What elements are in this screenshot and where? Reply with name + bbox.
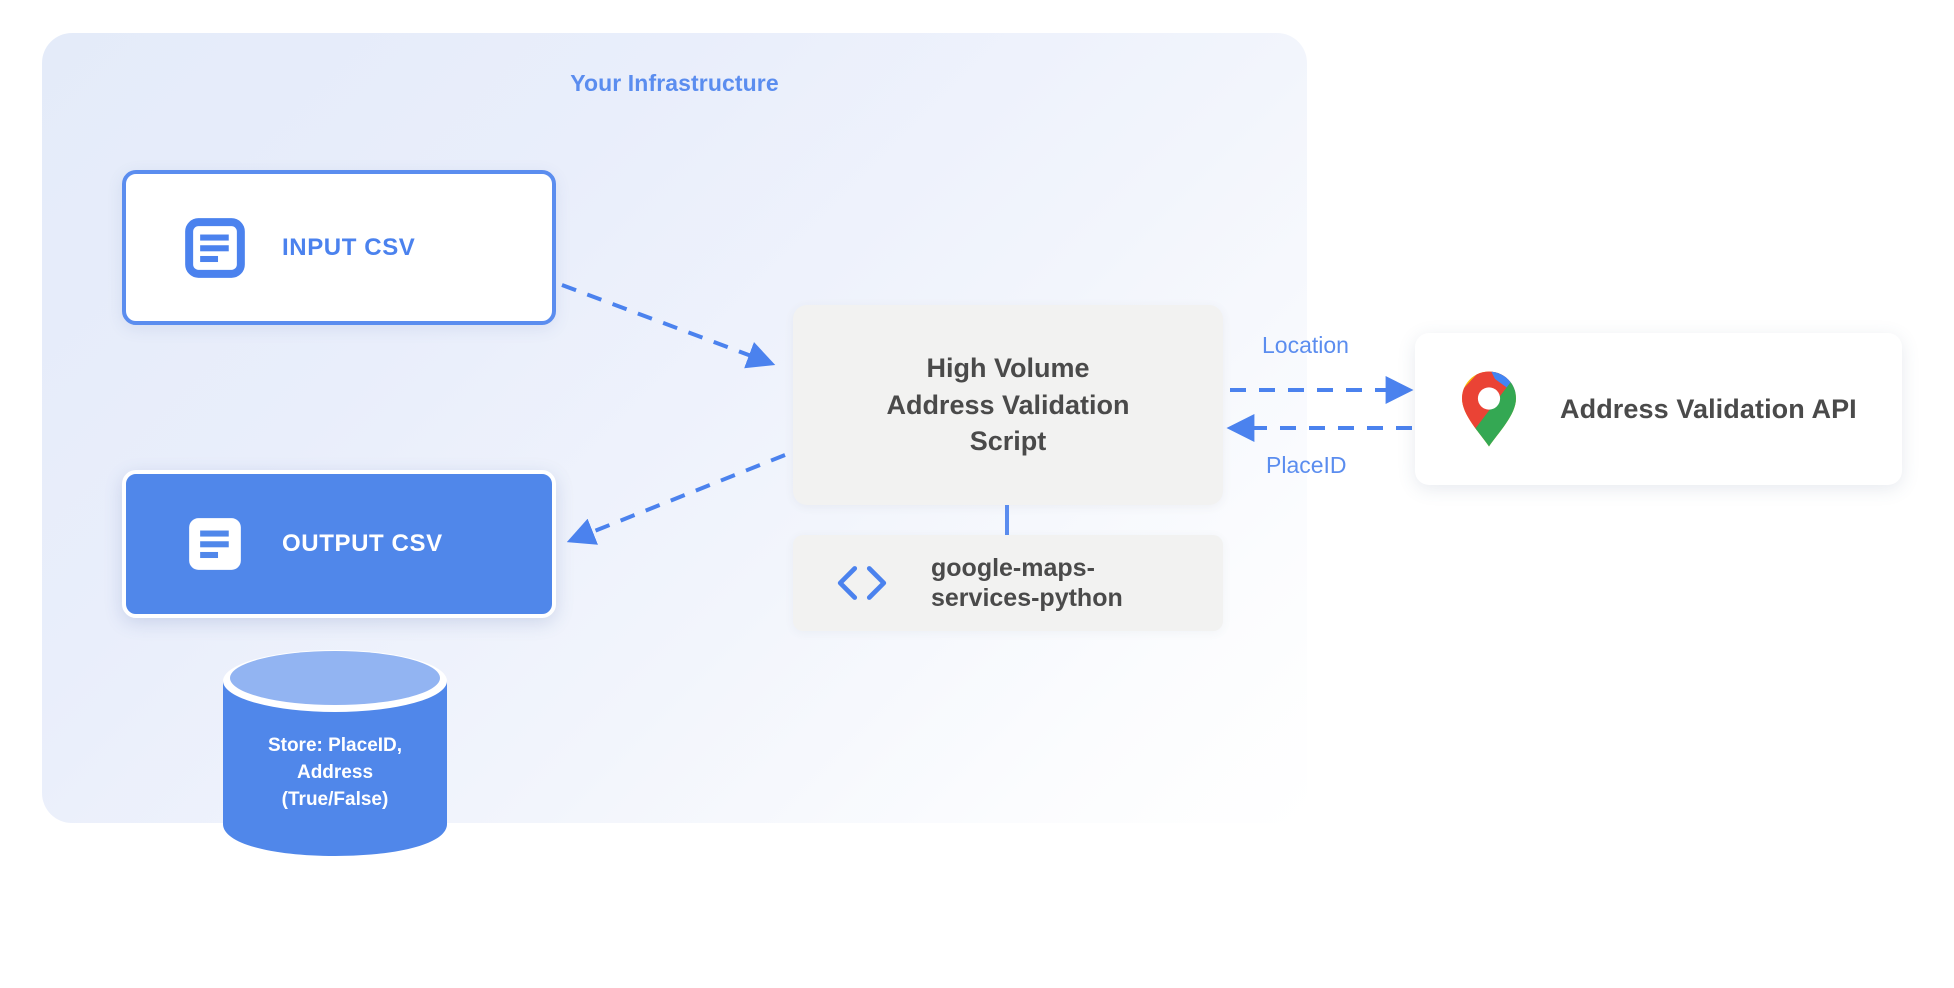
edge-label-placeid: PlaceID [1266,452,1347,478]
node-api-label: Address Validation API [1560,393,1857,424]
document-icon [189,518,241,570]
script-line-2: Address Validation [886,389,1130,420]
node-validation-script[interactable]: High Volume Address Validation Script [793,305,1223,505]
node-address-validation-api[interactable]: Address Validation API [1415,333,1902,485]
node-output-csv[interactable]: OUTPUT CSV [122,470,556,618]
node-datastore[interactable]: Store: PlaceID, Address (True/False) [215,645,455,860]
library-label: google-maps- services-python [931,553,1123,614]
cylinder-shape [223,650,447,856]
library-line-2: services-python [931,584,1123,612]
script-line-3: Script [969,426,1047,457]
script-library-connector [1005,505,1009,538]
node-google-maps-services-python[interactable]: google-maps- services-python [793,535,1223,631]
edge-label-location: Location [1262,332,1349,358]
library-line-1: google-maps- [931,553,1095,582]
code-brackets-icon [837,566,887,600]
document-icon [185,217,245,278]
node-input-csv-label: INPUT CSV [282,233,416,261]
script-line-1: High Volume [926,352,1090,383]
node-input-csv[interactable]: INPUT CSV [122,170,556,325]
infrastructure-panel-title: Your Infrastructure [570,70,779,96]
node-output-csv-label: OUTPUT CSV [282,530,443,557]
google-maps-pin-icon [1462,371,1516,447]
